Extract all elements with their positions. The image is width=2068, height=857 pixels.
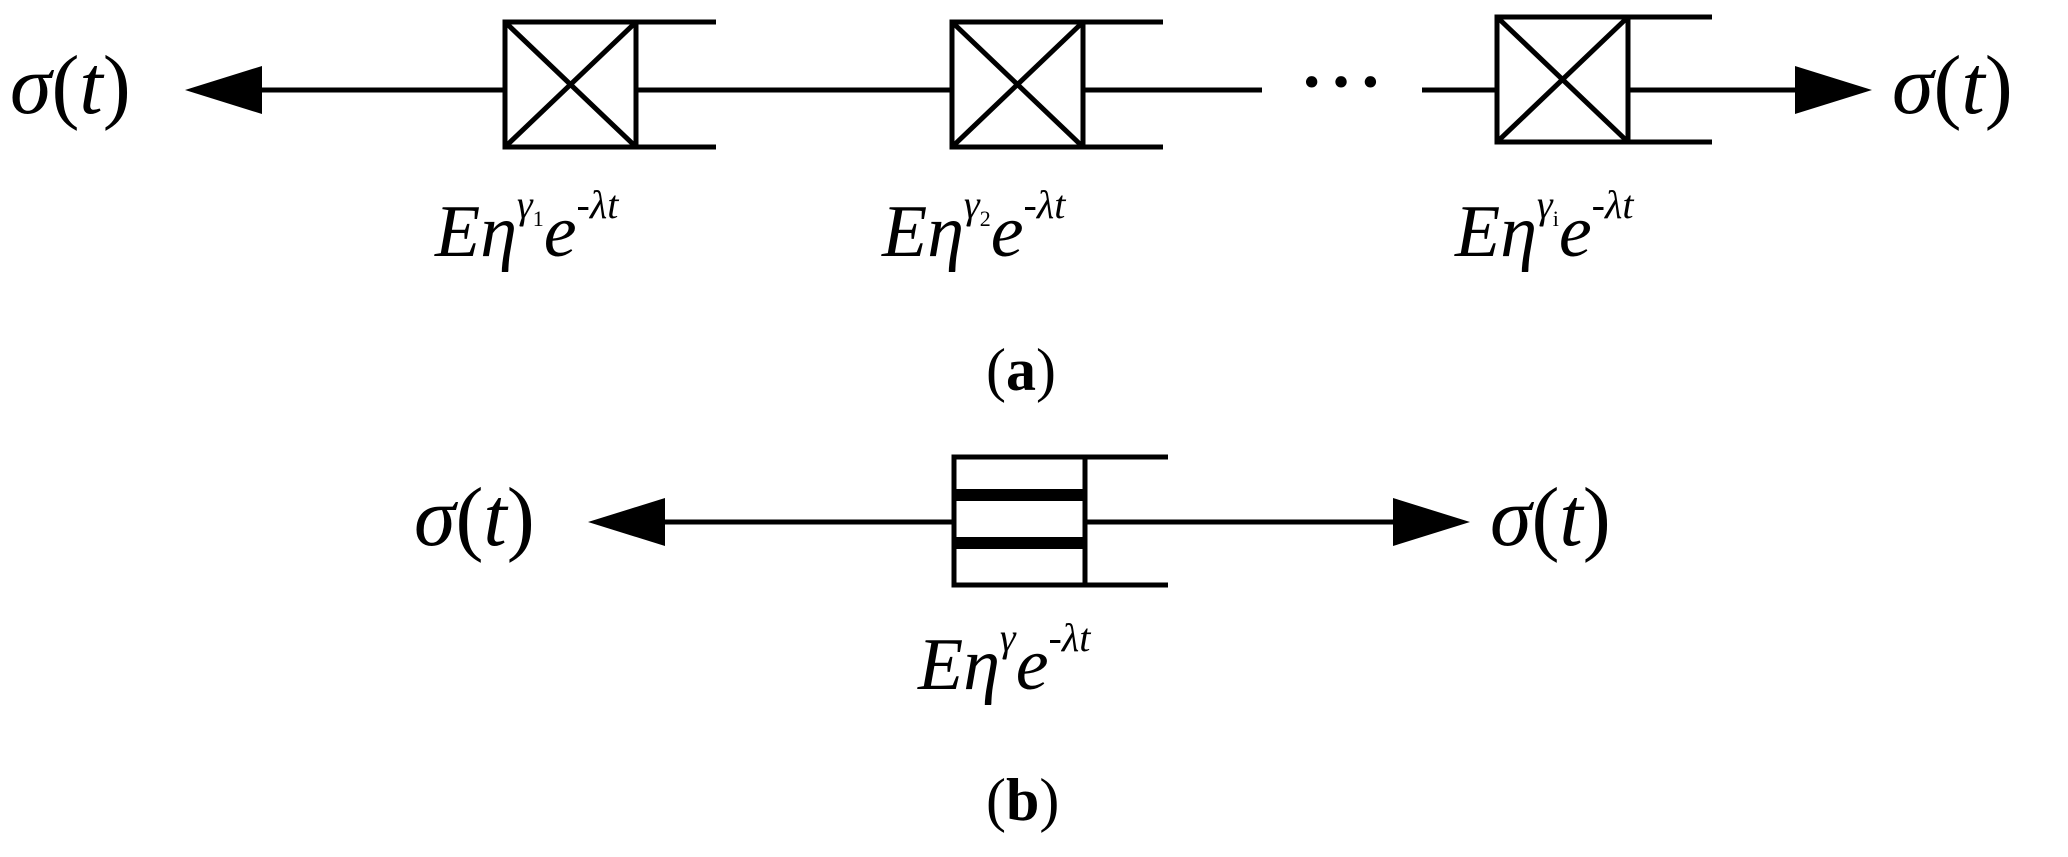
time-variable: t (79, 39, 103, 132)
panel-b-left-arrowhead (588, 498, 665, 546)
panel-b-letter: b (1005, 767, 1040, 833)
coef-exponent: γ (999, 615, 1016, 660)
coef-exp: e (1558, 191, 1592, 273)
coef-index: 2 (979, 206, 991, 231)
coef-exponent: γ1 (516, 182, 544, 231)
element-i-coefficient: Eηγie-λt (1455, 185, 1633, 270)
element-1-coefficient: Eηγ1e-λt (435, 185, 618, 270)
coef-index: i (1552, 206, 1559, 231)
close-paren: ) (1984, 39, 2013, 132)
time-variable: t (1559, 471, 1583, 564)
springpot-element-1 (502, 19, 716, 150)
panel-b-left-force-label: σ(t) (414, 476, 535, 560)
sigma-symbol: σ (414, 471, 456, 564)
panel-a-letter: a (1005, 337, 1036, 403)
coef-decay: -λt (1048, 615, 1091, 660)
panel-a-left-arrowhead (185, 66, 262, 114)
time-variable: t (1961, 39, 1985, 132)
coef-decay: -λt (1591, 182, 1634, 227)
coef-base: Eη (882, 191, 964, 273)
panel-b-right-arrowhead (1393, 498, 1470, 546)
time-variable: t (483, 471, 507, 564)
open-paren: ( (1531, 471, 1560, 564)
panel-b-right-force-label: σ(t) (1490, 476, 1611, 560)
close-paren: ) (102, 39, 131, 132)
coef-index: 1 (532, 206, 544, 231)
panel-a-right-arrowhead (1795, 66, 1872, 114)
close-paren: ) (506, 471, 535, 564)
panel-a-right-force-label: σ(t) (1892, 44, 2013, 128)
coef-decay: -λt (1023, 182, 1066, 227)
sigma-symbol: σ (10, 39, 52, 132)
sigma-symbol: σ (1490, 471, 1532, 564)
coef-exponent: γ2 (963, 182, 991, 231)
coef-base: Eη (918, 624, 1000, 706)
panel-a-left-force-label: σ(t) (10, 44, 131, 128)
coef-base: Eη (435, 191, 517, 273)
open-paren: ( (455, 471, 484, 564)
coef-decay: -λt (576, 182, 619, 227)
open-paren: ( (51, 39, 80, 132)
sigma-symbol: σ (1892, 39, 1934, 132)
panel-b-thick-bars (954, 489, 1085, 549)
springpot-element-b (951, 454, 1168, 588)
element-b-coefficient: Eηγe-λt (918, 618, 1090, 703)
coef-exp: e (1015, 624, 1049, 706)
close-paren: ) (1582, 471, 1611, 564)
coef-exp: e (990, 191, 1024, 273)
panel-b-caption: (b) (986, 767, 1060, 833)
springpot-element-2 (949, 19, 1163, 150)
coef-base: Eη (1455, 191, 1537, 273)
coef-exp: e (543, 191, 577, 273)
coef-exponent: γi (1536, 182, 1559, 231)
panel-a-caption: (a) (986, 337, 1056, 403)
element-2-coefficient: Eηγ2e-λt (882, 185, 1065, 270)
series-ellipsis: ··· (1300, 44, 1389, 121)
open-paren: ( (1933, 39, 1962, 132)
springpot-element-i (1494, 14, 1712, 145)
